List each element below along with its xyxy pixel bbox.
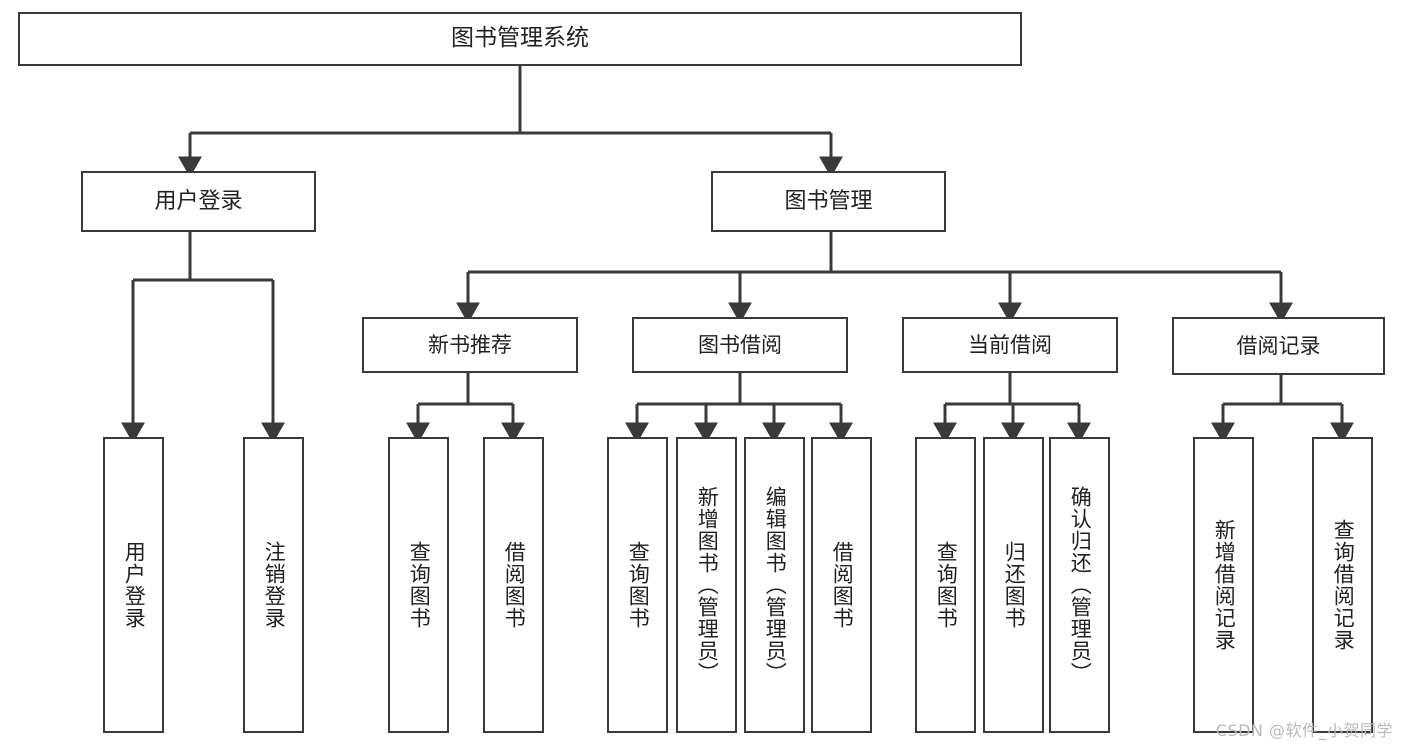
node-leaf-query-record[interactable]: 查询借阅记录 <box>1312 437 1373 733</box>
node-leaf-borrow-book-2-label: 借阅图书 <box>830 541 855 629</box>
node-user-login-label: 用户登录 <box>154 188 243 214</box>
node-leaf-logout[interactable]: 注销登录 <box>243 437 304 733</box>
node-leaf-edit-book[interactable]: 编辑图书（管理员） <box>744 437 805 733</box>
node-leaf-query-book-2[interactable]: 查询图书 <box>607 437 668 733</box>
node-leaf-edit-book-label: 编辑图书（管理员） <box>763 486 788 684</box>
node-current-borrow[interactable]: 当前借阅 <box>902 317 1118 373</box>
csdn-watermark: CSDN @软件_小贺同学 <box>1215 721 1393 740</box>
node-leaf-confirm-return[interactable]: 确认归还（管理员） <box>1049 437 1110 733</box>
node-leaf-borrow-book-1[interactable]: 借阅图书 <box>483 437 544 733</box>
node-new-book-recommend-label: 新书推荐 <box>428 332 512 357</box>
node-leaf-user-login[interactable]: 用户登录 <box>103 437 164 733</box>
node-root-system[interactable]: 图书管理系统 <box>18 12 1022 66</box>
node-user-login[interactable]: 用户登录 <box>81 171 316 232</box>
node-leaf-borrow-book-1-label: 借阅图书 <box>502 541 527 629</box>
node-leaf-add-record[interactable]: 新增借阅记录 <box>1193 437 1254 733</box>
node-leaf-add-book[interactable]: 新增图书（管理员） <box>676 437 737 733</box>
node-leaf-add-book-label: 新增图书（管理员） <box>695 486 720 684</box>
node-book-borrow-label: 图书借阅 <box>698 332 782 357</box>
node-book-borrow[interactable]: 图书借阅 <box>632 317 848 373</box>
node-borrow-record-label: 借阅记录 <box>1236 333 1321 358</box>
node-book-management-label: 图书管理 <box>784 188 873 214</box>
node-leaf-add-record-label: 新增借阅记录 <box>1212 519 1237 651</box>
node-leaf-query-book-1-label: 查询图书 <box>407 541 432 629</box>
node-root-system-label: 图书管理系统 <box>451 25 589 52</box>
node-borrow-record[interactable]: 借阅记录 <box>1172 317 1385 375</box>
node-leaf-query-book-3-label: 查询图书 <box>934 541 959 629</box>
node-leaf-query-book-2-label: 查询图书 <box>626 541 651 629</box>
node-leaf-query-book-3[interactable]: 查询图书 <box>915 437 976 733</box>
node-leaf-user-login-label: 用户登录 <box>122 541 147 629</box>
node-leaf-borrow-book-2[interactable]: 借阅图书 <box>811 437 872 733</box>
node-leaf-logout-label: 注销登录 <box>262 541 287 629</box>
node-leaf-return-book[interactable]: 归还图书 <box>983 437 1044 733</box>
node-book-management[interactable]: 图书管理 <box>711 171 946 232</box>
node-leaf-query-record-label: 查询借阅记录 <box>1331 519 1356 651</box>
node-leaf-query-book-1[interactable]: 查询图书 <box>388 437 449 733</box>
node-new-book-recommend[interactable]: 新书推荐 <box>362 317 578 373</box>
node-leaf-confirm-return-label: 确认归还（管理员） <box>1068 486 1093 684</box>
node-current-borrow-label: 当前借阅 <box>968 332 1052 357</box>
node-leaf-return-book-label: 归还图书 <box>1002 541 1027 629</box>
